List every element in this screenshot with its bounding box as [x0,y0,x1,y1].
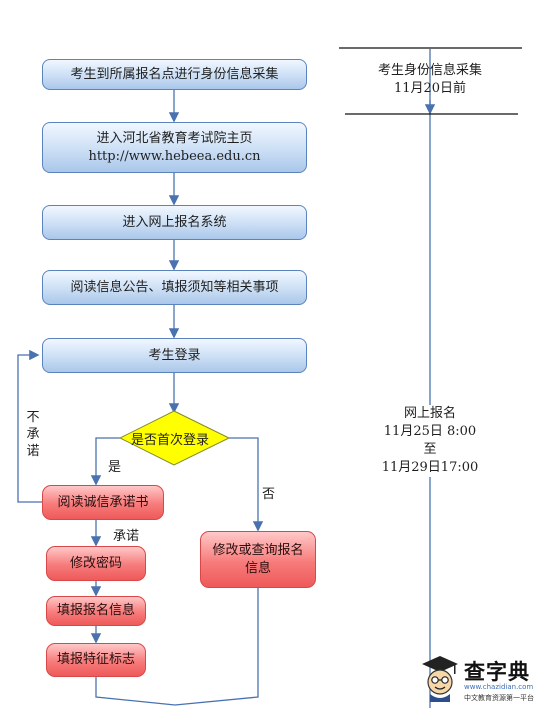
timeline-collect-block: 考生身份信息采集 11月20日前 [360,62,500,98]
label-promise: 承诺 [113,529,140,544]
timeline-online-to: 至 [423,442,437,457]
decision-first-login-text: 是否首次登录 [131,433,210,448]
step-collect-box: 考生到所属报名点进行身份信息采集 [42,59,307,90]
step-enter-system-box: 进入网上报名系统 [42,205,307,240]
timeline-online-block: 网上报名 11月25日 8:00 至 11月29日17:00 [370,405,490,477]
label-not-promise: 不承诺 [26,410,40,459]
merge-bracket [95,588,259,706]
step-enter-system-text: 进入网上报名系统 [122,214,227,230]
decision-diamond [118,410,231,466]
timeline-online-title: 网上报名 [403,406,456,421]
arrow-yes-branch [90,437,120,486]
graduate-avatar-icon [422,656,458,702]
step-read-notice-box: 阅读信息公告、填报须知等相关事项 [42,270,307,305]
arrow-no-branch [229,437,264,532]
step-read-pledge-text: 阅读诚信承诺书 [57,494,149,510]
step-homepage-title: 进入河北省教育考试院主页 [96,130,253,146]
step-fill-features-box: 填报特征标志 [46,643,146,677]
step-change-password-box: 修改密码 [46,546,146,581]
step-fill-info-box: 填报报名信息 [46,596,146,626]
step-homepage-box: 进入河北省教育考试院主页 http://www.hebeea.edu.cn [42,122,307,173]
label-no: 否 [262,487,276,502]
watermark-slogan: 中文教育资源第一平台 [464,694,534,702]
step-read-notice-text: 阅读信息公告、填报须知等相关事项 [70,279,279,295]
label-yes: 是 [108,460,122,475]
timeline-online-start: 11月25日 8:00 [383,424,477,439]
step-fill-features-text: 填报特征标志 [56,652,135,668]
step-fill-info-text: 填报报名信息 [56,603,135,619]
step-login-text: 考生登录 [148,347,201,363]
step-collect-text: 考生到所属报名点进行身份信息采集 [70,66,279,82]
step-modify-query-text: 修改或查询报名信息 [212,542,304,576]
step-homepage-url: http://www.hebeea.edu.cn [88,148,261,164]
timeline-online-end: 11月29日17:00 [381,460,479,475]
timeline-collect-title: 考生身份信息采集 [377,63,482,78]
chazidian-watermark: 查字典 www.chazidian.com 中文教育资源第一平台 [420,652,544,708]
step-login-box: 考生登录 [42,338,307,373]
timeline-collect-deadline: 11月20日前 [393,81,467,96]
arrow-not-promise-back [17,349,42,503]
watermark-url: www.chazidian.com [464,683,534,691]
watermark-brand: 查字典 [464,660,530,684]
step-change-password-text: 修改密码 [69,555,122,571]
step-modify-query-box: 修改或查询报名信息 [200,531,316,588]
step-read-pledge-box: 阅读诚信承诺书 [42,485,164,520]
